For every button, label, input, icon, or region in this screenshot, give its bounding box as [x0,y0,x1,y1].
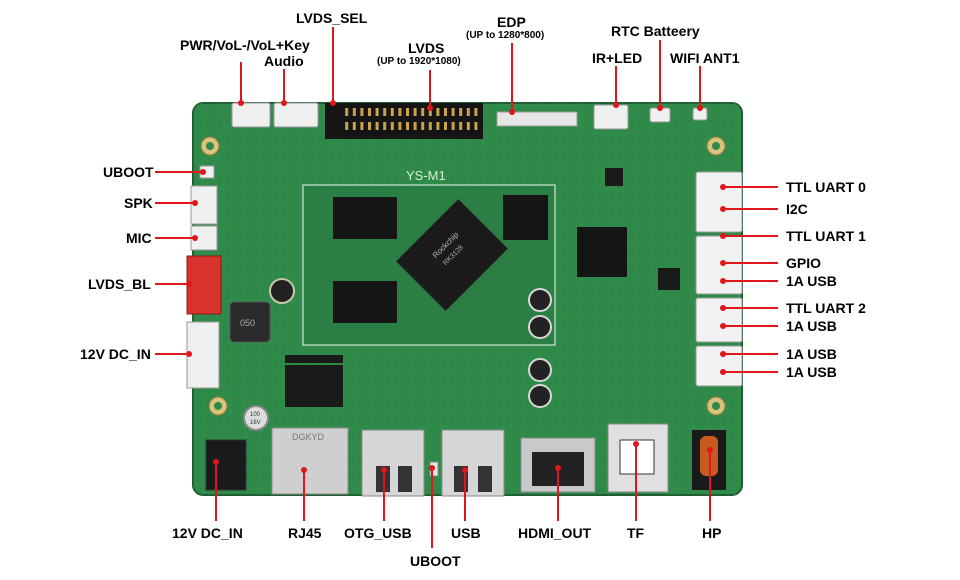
label-rj45: RJ45 [288,525,322,541]
label-lvds-sel: LVDS_SEL [296,10,368,26]
header-pin [413,122,417,130]
label-hdmi-out: HDMI_OUT [518,525,592,541]
header-pin [390,108,394,116]
label-uboot-left: UBOOT [103,164,154,180]
label-hp: HP [702,525,722,541]
label-tf: TF [627,525,645,541]
header-pin [352,122,356,130]
ic-chip [605,168,623,186]
lvds-sel-header [330,103,344,133]
label-usb1a-2: 1A USB [786,318,837,334]
header-pin [436,122,440,130]
header-pin [368,108,371,116]
header-pin [390,122,394,130]
label-dc-in-left: 12V DC_IN [80,346,151,362]
label-otg-usb: OTG_USB [344,525,412,541]
top-connectors [231,102,708,130]
header-pin [436,108,440,116]
label-pwr-keys: PWR/VoL-/VoL+Key [180,37,310,53]
leader-dots [186,100,726,473]
board-model: YS-M1 [406,168,446,183]
header-pin [406,108,409,116]
ic-chip [285,355,343,363]
label-rtc-battery: RTC Batteery [611,23,700,39]
label-audio: Audio [264,53,304,69]
label-usb1a-3: 1A USB [786,346,837,362]
label-usb1a-4: 1A USB [786,364,837,380]
header-pin [421,122,425,130]
header-pin [345,108,349,116]
label-usb: USB [451,525,481,541]
header-pin [459,122,463,130]
header-pin [383,122,387,130]
header-pin [360,122,364,130]
chip-mark: 16V [250,420,261,426]
header-pin [444,108,447,116]
header-pin [375,108,379,116]
lvds-pin-header [325,103,483,139]
label-lvds-bl: LVDS_BL [88,276,151,292]
label-usb1a-1: 1A USB [786,273,837,289]
label-i2c: I2C [786,201,808,217]
inductor [229,301,271,343]
label-lvds-sub: (UP to 1920*1080) [377,56,461,67]
header-pin [421,108,425,116]
lvds-bl-connector [186,255,222,315]
header-pin [398,108,402,116]
ic-chip [577,227,627,277]
flash-chip [503,195,548,240]
header-pin [451,108,455,116]
label-edp: EDP [497,14,526,30]
header-pin [474,108,478,116]
label-ttl-uart0: TTL UART 0 [786,179,866,195]
bottom-connectors [205,423,726,497]
label-uboot-bottom: UBOOT [410,553,461,569]
label-lvds: LVDS [408,40,445,56]
header-pin [368,122,371,130]
header-pin [383,108,387,116]
capacitors [243,278,552,431]
edp-connector [496,111,578,127]
header-pin [398,122,402,130]
header-pin [345,122,349,130]
header-pin [459,108,463,116]
chip-mark: 100 [250,412,261,418]
ethernet-transformer [285,365,343,407]
ram-chip [333,281,397,323]
header-pin [406,122,409,130]
header-pin [428,122,432,130]
label-ttl-uart1: TTL UART 1 [786,228,866,244]
soc-chip [396,199,508,311]
header-pin [466,108,470,116]
header-pin [428,108,432,116]
header-pin [451,122,455,130]
label-dc-in-bottom: 12V DC_IN [172,525,243,541]
header-pin [466,122,470,130]
label-gpio: GPIO [786,255,822,271]
header-pin [474,122,478,130]
header-pin [413,108,417,116]
header-pin [352,108,356,116]
header-pin [444,122,447,130]
label-edp-sub: (UP to 1280*800) [466,30,545,41]
label-wifi-ant: WIFI ANT1 [670,50,740,66]
ram-chip [333,197,397,239]
label-ir-led: IR+LED [592,50,643,66]
header-pin [375,122,379,130]
label-mic: MIC [126,230,152,246]
label-spk: SPK [124,195,153,211]
leader-lines [155,27,778,548]
header-pin [360,108,364,116]
label-ttl-uart2: TTL UART 2 [786,300,866,316]
ic-chip [658,268,680,290]
chip-mark: DGKYD [292,432,325,442]
chip-mark: 050 [240,318,255,328]
